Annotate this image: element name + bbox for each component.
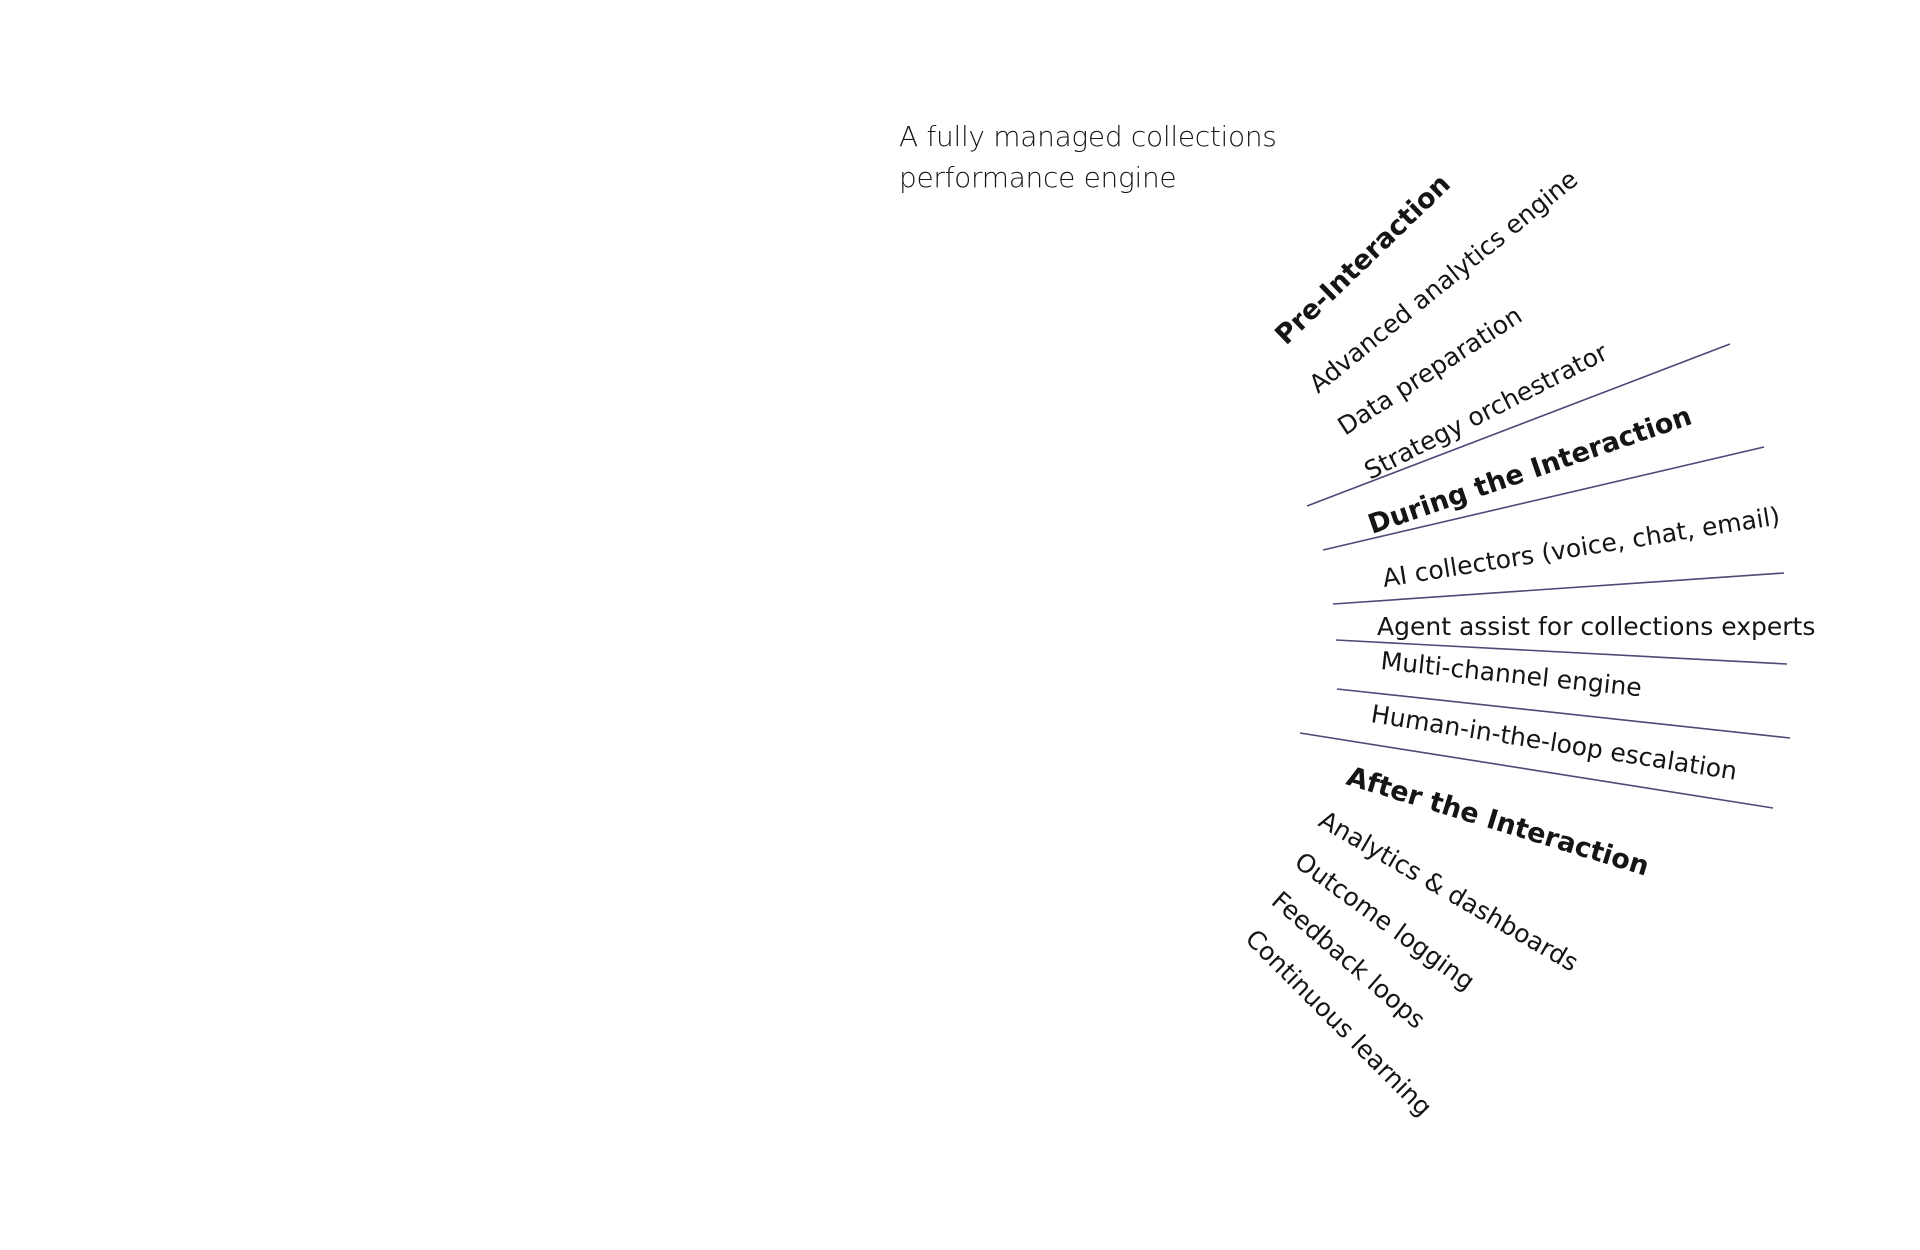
divider-pre-during: [1306, 343, 1731, 507]
divider-during-item-1: [1332, 572, 1785, 605]
divider-during-item-3: [1336, 688, 1791, 739]
section-item: Agent assist for collections experts: [1377, 612, 1815, 641]
divider-during-item-2: [1335, 639, 1788, 665]
title-line-2: performance engine: [899, 161, 1177, 194]
divider-during-heading: [1322, 446, 1765, 551]
section-heading-during-interaction: During the Interaction: [1364, 401, 1696, 541]
section-heading-pre-interaction: Pre-Interaction: [1269, 169, 1456, 351]
divider-during-after: [1299, 732, 1774, 809]
title-line-1: A fully managed collections: [899, 120, 1277, 153]
page-title: A fully managed collections performance …: [899, 116, 1277, 198]
